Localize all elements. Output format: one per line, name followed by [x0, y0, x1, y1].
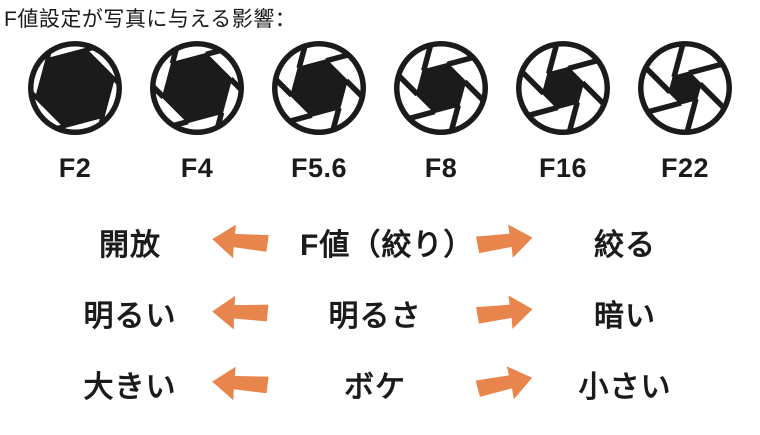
left-term: 大きい: [83, 370, 177, 404]
aperture-icon: [638, 41, 732, 135]
aperture-label: F22: [660, 153, 710, 183]
relation-row-aperture: 開放 F値（絞り） 絞る: [80, 206, 690, 277]
center-term: 明るさ: [328, 299, 422, 333]
aperture-label: F4: [180, 153, 214, 183]
left-arrow-icon: [180, 294, 300, 332]
right-arrow-icon: [450, 223, 560, 261]
left-arrow-icon: [180, 223, 300, 261]
relation-row-brightness: 明るい 明るさ 暗い: [80, 277, 690, 348]
aperture-item-f4: F4: [145, 36, 249, 184]
right-term: 絞る: [594, 228, 656, 262]
aperture-label: F16: [538, 153, 588, 183]
aperture-label: F5.6: [290, 153, 348, 183]
right-arrow-icon: [450, 294, 560, 332]
aperture-icon: [150, 41, 244, 135]
aperture-item-f16: F16: [511, 36, 615, 184]
aperture-icon: [28, 41, 122, 135]
left-term: 開放: [99, 228, 161, 262]
aperture-item-f2: F2: [23, 36, 127, 184]
center-term: F値（絞り）: [300, 228, 475, 262]
left-arrow-icon: [180, 365, 300, 403]
page-title: F値設定が写真に与える影響：: [4, 8, 297, 31]
aperture-item-f8: F8: [389, 36, 493, 184]
aperture-icon: [272, 41, 366, 135]
right-term: 小さい: [578, 370, 672, 404]
aperture-label: F8: [424, 153, 458, 183]
aperture-row: F2 F4 F5.6 F8 F16 F22: [0, 36, 760, 184]
aperture-item-f5-6: F5.6: [267, 36, 371, 184]
right-arrow-icon: [450, 365, 560, 403]
right-term: 暗い: [594, 299, 656, 333]
relation-rows: 開放 F値（絞り） 絞る 明るい 明るさ 暗い 大きい: [80, 206, 690, 419]
aperture-icon: [516, 41, 610, 135]
left-term: 明るい: [83, 299, 177, 333]
aperture-label: F2: [58, 153, 92, 183]
relation-row-bokeh: 大きい ボケ 小さい: [80, 348, 690, 419]
center-term: ボケ: [344, 370, 406, 404]
aperture-icon: [394, 41, 488, 135]
aperture-item-f22: F22: [633, 36, 737, 184]
